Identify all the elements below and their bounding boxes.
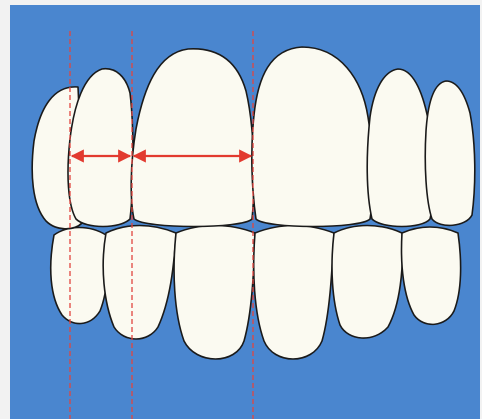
lower-right-canine (51, 228, 108, 324)
lower-right-central-incisor (174, 226, 255, 360)
dental-proportion-diagram (10, 5, 480, 419)
lower-left-central-incisor (254, 226, 334, 360)
upper-left-canine (425, 81, 475, 225)
